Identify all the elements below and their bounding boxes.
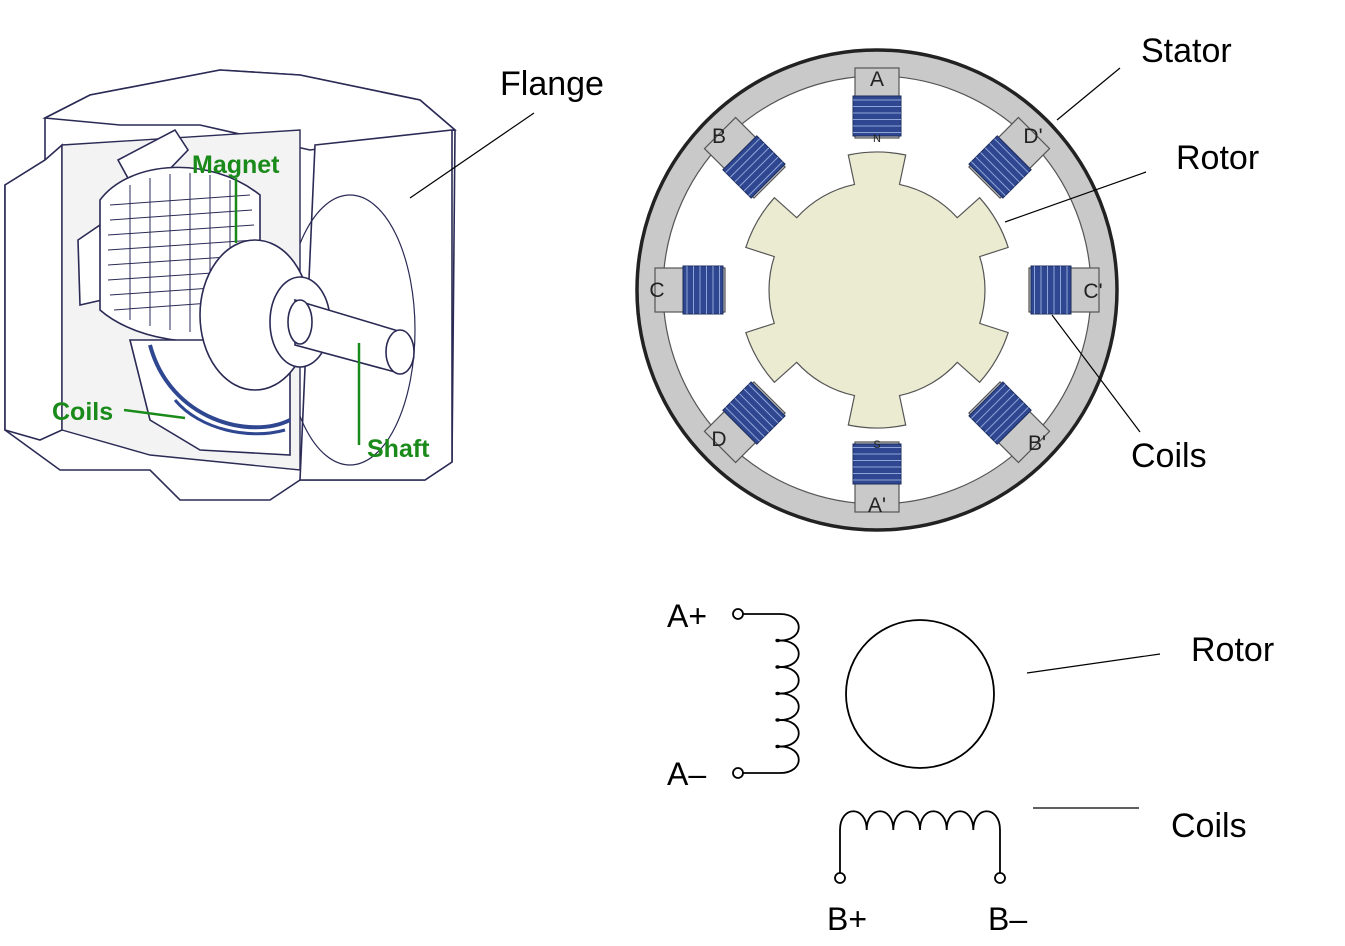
pole-label-c-prime: C' <box>1083 280 1102 303</box>
coil-turn <box>984 147 1020 183</box>
housing-slot <box>77 223 103 306</box>
coil-turn <box>725 407 760 442</box>
pole-coil <box>968 381 1032 445</box>
coil-turn <box>734 397 770 433</box>
shaft-label: Shaft <box>367 435 430 463</box>
motor-left-side <box>4 143 63 441</box>
coils-label: Coils <box>52 398 113 426</box>
motor-cutaway: Flange Magnet Coils Shaft <box>4 65 604 501</box>
pole-label-b: B <box>712 125 726 148</box>
coil-turn <box>739 152 774 187</box>
coil-turn <box>975 388 1011 424</box>
flange-label: Flange <box>500 65 604 103</box>
motor-schematic <box>732 608 1161 884</box>
coil-turn <box>980 393 1015 428</box>
stator-pole <box>703 381 786 464</box>
north-pole-mark: N <box>873 133 881 145</box>
pole-label-d: D <box>711 428 726 451</box>
shaft-base <box>287 299 313 345</box>
coil-turn <box>725 138 760 173</box>
stator-leader <box>1056 67 1121 121</box>
stator-pole <box>654 265 726 315</box>
coil-turn <box>971 161 1006 196</box>
pole-coil <box>852 443 902 485</box>
pole-label-c: C <box>649 279 664 302</box>
rotor-leader <box>1004 171 1147 223</box>
rotor-teeth <box>107 173 257 332</box>
stator-pole <box>968 381 1051 464</box>
schematic-rotor <box>845 619 995 769</box>
terminal-a-plus <box>732 608 744 620</box>
stator-pole <box>1028 265 1100 315</box>
a-plus-label: A+ <box>667 598 707 634</box>
coil-winding <box>148 344 291 430</box>
coil-turn <box>734 147 770 183</box>
stator-pole <box>852 441 902 513</box>
coil-a-winding <box>743 613 800 774</box>
stator-pole <box>852 67 902 139</box>
coil-turn <box>984 397 1020 433</box>
pole-coil <box>852 95 902 137</box>
coil-turn <box>989 402 1025 438</box>
b-plus-label: B+ <box>827 901 867 937</box>
pole-coil <box>682 265 724 315</box>
coil-turn <box>739 393 774 428</box>
motor-cross-section: A D' C' B' A' D C B N S Stator Rotor Coi… <box>635 32 1259 532</box>
coil-turn <box>971 384 1006 419</box>
pole-coil <box>1030 265 1072 315</box>
pole-coil <box>968 135 1032 199</box>
coil-turn <box>743 388 779 424</box>
a-minus-label: A– <box>667 756 706 792</box>
coil-turn <box>975 156 1011 192</box>
coil-turn <box>748 384 783 419</box>
motor-top-face <box>42 69 457 151</box>
rotor-label: Rotor <box>1176 139 1259 177</box>
stator-poles <box>654 67 1100 513</box>
pole-coil <box>722 135 786 199</box>
stator-pole <box>968 116 1051 199</box>
coil-turn <box>748 161 783 196</box>
b-minus-label: B– <box>988 901 1027 937</box>
pole-label-b-prime: B' <box>1028 432 1046 455</box>
stator-label: Stator <box>1141 32 1232 70</box>
terminal-b-minus <box>994 872 1006 884</box>
coil-turn <box>743 156 779 192</box>
coil-turn <box>729 402 765 438</box>
coils-leader <box>123 408 186 420</box>
coils-leader <box>1051 314 1141 433</box>
schematic-coils-label: Coils <box>1171 807 1247 845</box>
stator-pole <box>703 116 786 199</box>
pole-label-a-prime: A' <box>868 494 886 517</box>
magnet-label: Magnet <box>192 151 280 179</box>
terminal-b-plus <box>834 872 846 884</box>
pole-label-a: A <box>870 68 884 91</box>
coil-b-winding <box>839 810 1001 873</box>
shaft-end <box>385 329 415 375</box>
flange-face <box>299 129 453 481</box>
coil-turn <box>980 152 1015 187</box>
coil-turn <box>989 142 1025 178</box>
flange-leader <box>409 112 535 199</box>
south-pole-mark: S <box>873 439 880 451</box>
coil-winding <box>173 399 286 436</box>
rotor <box>745 151 1009 429</box>
terminal-a-minus <box>732 767 744 779</box>
schematic-rotor-label: Rotor <box>1191 631 1274 669</box>
pole-label-d-prime: D' <box>1023 125 1042 148</box>
coil-turn <box>994 407 1029 442</box>
coils-label: Coils <box>1131 437 1207 475</box>
pole-coil <box>722 381 786 445</box>
coil-turn <box>994 138 1029 173</box>
rotor-leader <box>1026 653 1161 674</box>
coil-turn <box>729 142 765 178</box>
